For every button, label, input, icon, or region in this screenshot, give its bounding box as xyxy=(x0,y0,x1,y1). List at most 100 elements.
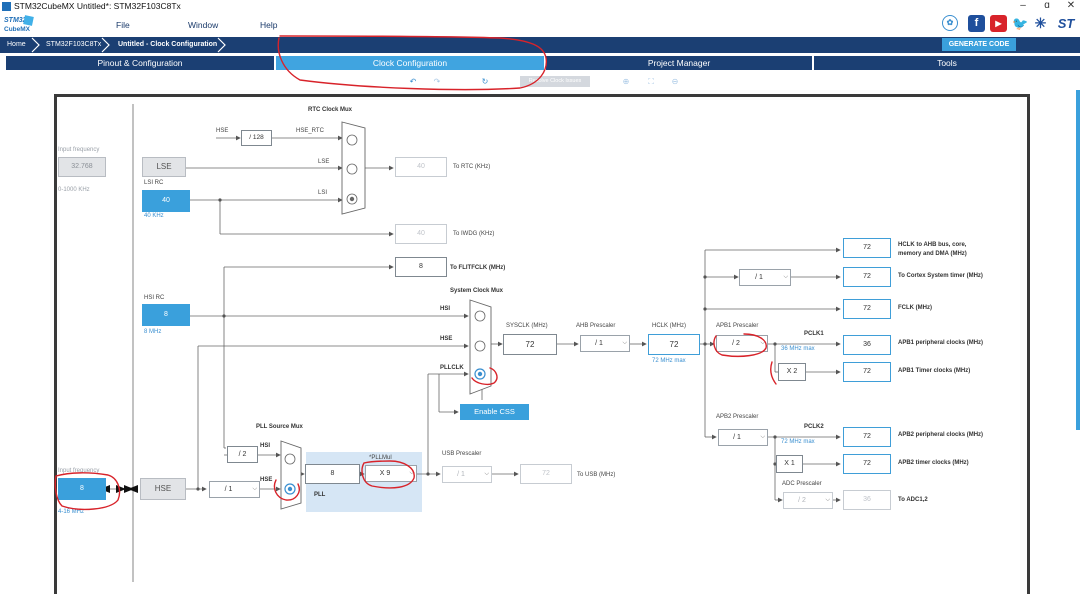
maximize-button[interactable]: ɑ xyxy=(1044,0,1050,11)
ahb-output-value[interactable]: 72 xyxy=(843,238,891,258)
vertical-scrollbar[interactable] xyxy=(1076,90,1080,430)
menu-help[interactable]: Help xyxy=(260,20,278,30)
anniversary-badge-icon[interactable]: ✿ xyxy=(942,15,958,31)
lsi-rc-label: LSI RC xyxy=(144,180,164,186)
hse-block[interactable]: HSE xyxy=(140,478,186,500)
adc-prescaler-select[interactable]: / 2⌵ xyxy=(783,492,833,509)
chevron-right-icon xyxy=(31,37,40,53)
adc-output-value[interactable]: 36 xyxy=(843,490,891,510)
tab-clock-configuration[interactable]: Clock Configuration xyxy=(276,56,544,70)
iwdg-output-value[interactable]: 40 xyxy=(395,224,447,244)
fit-icon[interactable]: ⛶ xyxy=(648,77,654,86)
chevron-down-icon: ⌵ xyxy=(825,497,830,503)
tab-project-manager[interactable]: Project Manager xyxy=(546,56,812,70)
refresh-icon[interactable]: ↻ xyxy=(481,77,489,86)
pclk2-label: PCLK2 xyxy=(804,424,824,430)
hsi-rc-label: HSI RC xyxy=(144,295,165,301)
flitfclk-output-value[interactable]: 8 xyxy=(395,257,447,277)
hse-input-frequency-label: Input frequency xyxy=(58,468,100,474)
ahb-output-label-1: HCLK to AHB bus, core, xyxy=(898,242,967,248)
pll-input-value[interactable]: 8 xyxy=(305,464,360,484)
pclk1-label: PCLK1 xyxy=(804,331,824,337)
pll-hsi-div2: / 2 xyxy=(227,446,258,463)
zoom-in-icon[interactable]: ⊕ xyxy=(622,77,630,86)
hse-prediv-select[interactable]: / 1⌵ xyxy=(209,481,260,498)
network-icon[interactable]: ✳ xyxy=(1034,15,1047,31)
cortex-timer-label: To Cortex System timer (MHz) xyxy=(898,273,983,279)
twitter-icon[interactable]: 🐦 xyxy=(1012,16,1029,31)
ahb-prescaler-select[interactable]: / 1⌵ xyxy=(580,335,630,352)
zoom-out-icon[interactable]: ⊖ xyxy=(671,77,679,86)
pll-label: PLL xyxy=(314,492,326,498)
sysclk-label: SYSCLK (MHz) xyxy=(506,323,548,329)
enable-css-button[interactable]: Enable CSS xyxy=(460,404,529,420)
chevron-down-icon: ⌵ xyxy=(622,340,627,346)
iwdg-output-label: To IWDG (KHz) xyxy=(453,231,495,237)
chevron-down-icon: ⌵ xyxy=(760,340,765,346)
pll-mul-select[interactable]: X 9⌵ xyxy=(365,465,417,482)
lse-range-label: 0-1000 KHz xyxy=(58,187,90,193)
close-button[interactable]: ✕ xyxy=(1066,0,1076,11)
redo-icon[interactable]: ↷ xyxy=(433,77,441,86)
sysmux-pllclk-label: PLLCLK xyxy=(440,365,464,371)
hse-range-label: 4-16 MHz xyxy=(58,509,85,515)
rtc-output-value[interactable]: 40 xyxy=(395,157,447,177)
breadcrumb-current[interactable]: Untitled - Clock Configuration xyxy=(118,41,218,48)
pll-mul-label: *PLLMul xyxy=(369,455,392,461)
adc-prescaler-label: ADC Prescaler xyxy=(782,481,822,487)
hsi-rc-block[interactable]: 8 xyxy=(142,304,190,326)
rtc-output-label: To RTC (KHz) xyxy=(453,164,491,170)
st-logo-icon[interactable]: ST xyxy=(1057,16,1075,31)
apb1-peripheral-value[interactable]: 36 xyxy=(843,335,891,355)
tab-pinout[interactable]: Pinout & Configuration xyxy=(6,56,274,70)
lsi-unit-label: 40 KHz xyxy=(144,213,164,219)
menu-file[interactable]: File xyxy=(116,20,130,30)
youtube-icon[interactable]: ▶ xyxy=(990,15,1007,32)
generate-code-button[interactable]: GENERATE CODE xyxy=(942,38,1016,51)
apb1-prescaler-label: APB1 Prescaler xyxy=(716,323,759,329)
breadcrumb-home[interactable]: Home xyxy=(7,41,26,48)
chevron-down-icon: ⌵ xyxy=(783,274,788,280)
fclk-value[interactable]: 72 xyxy=(843,299,891,319)
menu-window[interactable]: Window xyxy=(188,20,219,30)
usb-prescaler-select[interactable]: / 1⌵ xyxy=(442,466,492,483)
cubemx-logo: STM32 CubeMX xyxy=(4,14,36,36)
title-bar xyxy=(0,0,1080,13)
resolve-clock-issues-button[interactable]: Resolve Clock Issues xyxy=(520,76,590,87)
hse-input-frequency[interactable]: 8 xyxy=(58,478,106,500)
ahb-output-label-2: memory and DMA (MHz) xyxy=(898,251,967,257)
chevron-down-icon: ⌵ xyxy=(760,434,765,440)
sysclk-value[interactable]: 72 xyxy=(503,334,557,355)
rtc-clock-mux-title: RTC Clock Mux xyxy=(308,107,353,113)
system-clock-mux-title: System Clock Mux xyxy=(450,288,504,294)
apb1-prescaler-select[interactable]: / 2⌵ xyxy=(716,335,768,352)
apb1-peripheral-label: APB1 peripheral clocks (MHz) xyxy=(898,340,984,346)
apb2-peripheral-value[interactable]: 72 xyxy=(843,427,891,447)
hse-div128-box: / 128 xyxy=(241,130,272,146)
undo-icon[interactable]: ↶ xyxy=(409,77,417,86)
chevron-right-icon xyxy=(217,37,226,53)
apb1-timer-label: APB1 Timer clocks (MHz) xyxy=(898,368,971,374)
apb1-timer-value[interactable]: 72 xyxy=(843,362,891,382)
cortex-timer-value[interactable]: 72 xyxy=(843,267,891,287)
minimize-button[interactable]: – xyxy=(1020,0,1026,11)
flitfclk-output-label: To FLITFCLK (MHz) xyxy=(450,265,506,271)
sysmux-hsi-label: HSI xyxy=(440,306,451,312)
breadcrumb-device[interactable]: STM32F103C8Tx xyxy=(46,41,102,48)
hclk-value[interactable]: 72 xyxy=(648,334,700,355)
cortex-timer-prescaler-select[interactable]: / 1⌵ xyxy=(739,269,791,286)
lse-input-frequency[interactable]: 32.768 xyxy=(58,157,106,177)
pllmux-hsi-label: HSI xyxy=(260,443,271,449)
chevron-down-icon: ⌵ xyxy=(409,470,414,476)
apb2-prescaler-select[interactable]: / 1⌵ xyxy=(718,429,768,446)
apb2-prescaler-label: APB2 Prescaler xyxy=(716,414,759,420)
fclk-label: FCLK (MHz) xyxy=(898,305,932,311)
sysmux-hse-label: HSE xyxy=(440,336,453,342)
apb2-timer-value[interactable]: 72 xyxy=(843,454,891,474)
lsi-rc-block[interactable]: 40 xyxy=(142,190,190,212)
usb-output-value[interactable]: 72 xyxy=(520,464,572,484)
tab-tools[interactable]: Tools xyxy=(814,56,1080,70)
adc-output-label: To ADC1,2 xyxy=(898,497,928,503)
lse-block[interactable]: LSE xyxy=(142,157,186,177)
facebook-icon[interactable]: f xyxy=(968,15,985,32)
